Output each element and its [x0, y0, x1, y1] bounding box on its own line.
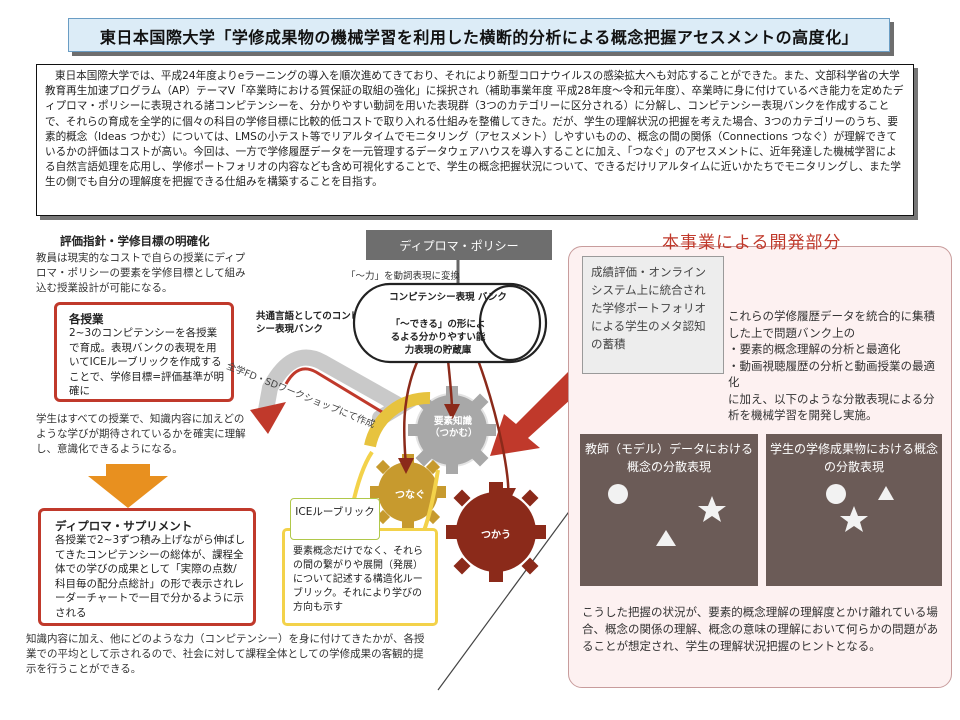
diploma-policy-box: ディプロマ・ポリシー: [366, 230, 552, 260]
bank-arrow-1: [402, 359, 420, 467]
student-output-box: 学生の学修成果物における概念の分散表現: [766, 434, 942, 586]
supplement-title: ディプロマ・サプリメント: [55, 519, 193, 533]
analysis-bullet-1: ・要素的概念理解の分析と最適化: [728, 342, 901, 356]
analysis-text: これらの学修履歴データを統合的に集積した上で問題バンク上の: [728, 309, 935, 340]
student-text: 学生はすべての授業で、知識内容に加えどのような学びが期待されているかを確実に理解…: [36, 413, 246, 455]
star-shape-icon: [698, 496, 726, 522]
orange-down-arrow: [88, 464, 168, 508]
bank-text: 「～できる」の形によるよる分かりやすい能力表現の貯蔵庫: [390, 319, 486, 356]
common-language: 共通言語としてのコンピテンシー表現バンク: [256, 311, 380, 335]
analysis-block: これらの学修履歴データを統合的に集積した上で問題バンク上の ・要素的概念理解の分…: [728, 308, 940, 424]
supplement-box: ディプロマ・サプリメント 各授業で2~3ずつ積み上げながら伸ばしてきたコンピテン…: [38, 508, 256, 626]
dp-label: ディプロマ・ポリシー: [399, 239, 519, 253]
analysis-tail: に加え、以下のような分散表現による分析を機械学習を開発し実施。: [728, 391, 935, 423]
course-box: 各授業 2~3のコンピテンシーを各授業で育成。表現バンクの表現を用いてICEルー…: [54, 302, 234, 402]
teacher-shapes: [608, 484, 726, 546]
portfolio-system-text: 成績評価・オンラインシステム上に統合された学修ポートフォリオによる学生のメタ認知…: [591, 265, 706, 351]
gear-connect-label: つなぐ: [395, 490, 425, 501]
left-desc: 教員は現実的なコストで自らの授業にディプロマ・ポリシーの要素を学修目標として組み…: [36, 252, 246, 294]
intro-text: 東日本国際大学では、平成24年度よりeラーニングの導入を順次進めてきており、それ…: [45, 70, 904, 189]
student-output-label: 学生の学修成果物における概念の分散表現: [769, 442, 938, 474]
intro-box: 東日本国際大学では、平成24年度よりeラーニングの導入を順次進めてきており、それ…: [36, 64, 914, 216]
feedback-arrow-outline: [284, 367, 388, 417]
circle-shape-icon: [608, 484, 628, 504]
supplement-text: 各授業で2~3ずつ積み上げながら伸ばしてきたコンピテンシーの総体が、課程全体での…: [55, 534, 246, 619]
feedback-arrow: [258, 349, 416, 426]
gear-grasp-icon: [408, 386, 496, 474]
student-shapes: [826, 484, 894, 532]
triangle-shape-icon: [878, 486, 894, 500]
verb-note: 「～力」を動詞表現に変換: [346, 271, 461, 282]
gear-gold-ring: [364, 391, 431, 448]
page-title: 東日本国際大学「学修成果物の機械学習を利用した横断的分析による概念把握アセスメン…: [99, 28, 859, 47]
gear-grasp-label: 要素知識（つかむ）: [430, 416, 478, 439]
conclusion-text: こうした把握の状況が、要素的概念理解の理解度とかけ離れている場合、概念の関係の理…: [582, 605, 939, 653]
gear-use-icon: [446, 482, 546, 582]
title-bar: 東日本国際大学「学修成果物の機械学習を利用した横断的分析による概念把握アセスメン…: [68, 18, 890, 52]
analysis-bullet-2: ・動画視聴履歴の分析と動画授業の最適化: [728, 358, 935, 390]
circle-shape-icon: [826, 484, 846, 504]
bank-title: コンピテンシー表現 バンク: [389, 292, 507, 303]
star-shape-icon: [840, 506, 868, 532]
bottom-text: 知識内容に加え、他にどのような力（コンピテンシー）を身に付けてきたかが、各授業で…: [26, 633, 425, 675]
ice-text: 要素概念だけでなく、それらの間の繋がりや展開（発展）について記述する構造化ルーブ…: [293, 546, 423, 613]
course-title: 各授業: [69, 312, 104, 326]
triangle-shape-icon: [656, 530, 676, 546]
development-title: 本事業による開発部分: [662, 233, 842, 253]
teacher-model-box: 教師（モデル）データにおける概念の分散表現: [580, 434, 758, 586]
course-text: 2~3のコンピテンシーを各授業で育成。表現バンクの表現を用いてICEルーブリック…: [69, 327, 225, 397]
left-heading: 評価指針・学修目標の明確化: [60, 234, 210, 248]
system-arrow: [490, 366, 592, 456]
teacher-model-label: 教師（モデル）データにおける概念の分散表現: [584, 442, 753, 474]
ice-rubric-box: 要素概念だけでなく、それらの間の繋がりや展開（発展）について記述する構造化ルーブ…: [282, 528, 438, 626]
portfolio-system-box: 成績評価・オンラインシステム上に統合された学修ポートフォリオによる学生のメタ認知…: [582, 256, 724, 374]
gear-use-label: つかう: [481, 530, 511, 541]
feedback-arrowhead: [250, 402, 286, 434]
bank-arrow-3: [476, 359, 510, 495]
ice-rubric-tab: ICEルーブリック: [290, 498, 380, 540]
bank-cylinder: [352, 282, 548, 364]
